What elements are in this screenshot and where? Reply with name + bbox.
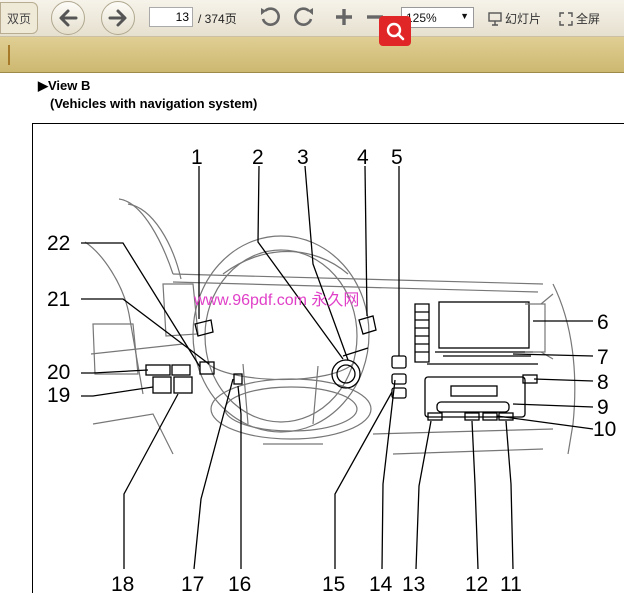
callout-11: 11 — [500, 573, 522, 593]
slideshow-icon — [488, 11, 502, 26]
callout-20: 20 — [47, 361, 70, 384]
next-page-button[interactable] — [101, 1, 135, 35]
callout-17: 17 — [181, 573, 204, 593]
search-button[interactable] — [379, 16, 411, 46]
search-icon — [386, 22, 405, 41]
band-marker — [8, 45, 10, 65]
rotate-left-button[interactable] — [257, 4, 283, 30]
callout-1: 1 — [191, 146, 203, 169]
prev-page-button[interactable] — [51, 1, 85, 35]
dashboard-illustration: www.96pdf.com 永久网 1 2 3 4 5 6 7 8 9 10 2… — [47, 146, 616, 593]
callout-7: 7 — [597, 346, 609, 369]
arrow-left-icon — [59, 9, 78, 27]
view-subtitle: (Vehicles with navigation system) — [50, 96, 258, 111]
slideshow-label: 幻灯片 — [505, 12, 542, 26]
callout-6: 6 — [597, 311, 609, 334]
page-mode-button[interactable]: 双页 — [0, 2, 38, 34]
dashboard-figure: www.96pdf.com 永久网 1 2 3 4 5 6 7 8 9 10 2… — [32, 123, 624, 593]
callout-12: 12 — [465, 573, 488, 593]
viewer-toolbar: 双页 13 / 374页 125% ▼ 幻灯片 全屏 — [0, 0, 624, 37]
zoom-value: 125% — [406, 11, 437, 25]
fullscreen-icon — [559, 11, 573, 26]
callout-5: 5 — [391, 146, 403, 169]
view-heading: ▶View B — [38, 78, 91, 93]
arrow-right-icon — [108, 9, 127, 27]
fullscreen-button[interactable]: 全屏 — [559, 10, 600, 27]
callout-2: 2 — [252, 146, 264, 169]
watermark-text: www.96pdf.com 永久网 — [193, 291, 359, 309]
callout-14: 14 — [369, 573, 393, 593]
callout-13: 13 — [402, 573, 425, 593]
zoom-in-button[interactable] — [331, 4, 357, 30]
callout-16: 16 — [228, 573, 251, 593]
slideshow-button[interactable]: 幻灯片 — [488, 10, 541, 27]
callout-19: 19 — [47, 384, 70, 407]
page-header-band — [0, 37, 624, 73]
chevron-down-icon: ▼ — [460, 11, 469, 21]
rotate-right-button[interactable] — [291, 4, 317, 30]
rotate-cw-icon — [294, 7, 313, 26]
page-total-label: / 374页 — [198, 12, 237, 26]
fullscreen-label: 全屏 — [576, 12, 601, 26]
callout-10: 10 — [593, 418, 616, 441]
rotate-ccw-icon — [261, 7, 280, 26]
plus-icon — [336, 9, 352, 25]
view-heading-text: View B — [48, 78, 91, 93]
callout-4: 4 — [357, 146, 369, 169]
callout-15: 15 — [322, 573, 345, 593]
callout-18: 18 — [111, 573, 134, 593]
zoom-select[interactable]: 125% ▼ — [401, 7, 474, 28]
callout-22: 22 — [47, 232, 70, 255]
callout-3: 3 — [297, 146, 309, 169]
callout-21: 21 — [47, 288, 70, 311]
callout-8: 8 — [597, 371, 609, 394]
callout-9: 9 — [597, 396, 609, 419]
page-number-input[interactable]: 13 — [149, 7, 193, 27]
